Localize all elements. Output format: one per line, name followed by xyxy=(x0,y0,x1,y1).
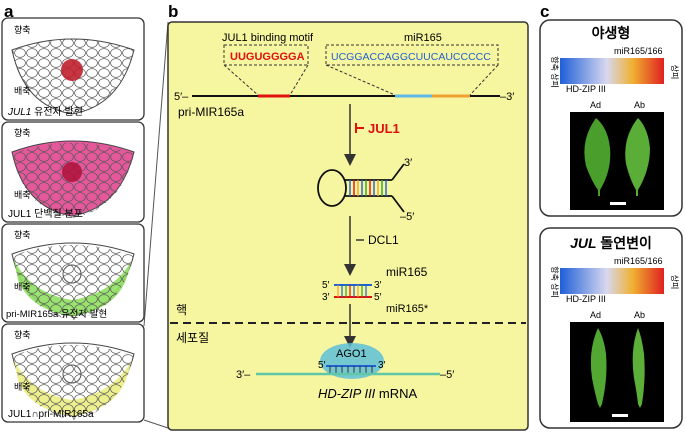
mir165-label: miR165 xyxy=(386,265,428,279)
mir165-166-label-2: miR165/166 xyxy=(614,256,663,266)
duplex-three-prime: 3′ xyxy=(374,280,382,291)
pri-five-prime: 5′– xyxy=(174,91,189,103)
ad-label-1: Ad xyxy=(590,100,601,110)
hairpin-five-prime: –5′ xyxy=(400,211,414,223)
ab-leaf-1 xyxy=(625,118,650,196)
motif-box xyxy=(223,44,309,66)
panel-b-label: b xyxy=(168,2,179,21)
mutant-title: JUL 돌연변이 xyxy=(570,235,652,251)
pri-mir165a-label: pri-MIR165a xyxy=(178,105,244,119)
leaf-photo-2 xyxy=(570,322,664,422)
hd-zip-label-2: HD-ZIP III xyxy=(566,294,606,304)
mir-box xyxy=(325,44,499,66)
adaxial-label-3: 향축 xyxy=(14,229,31,240)
caption-4: JUL1∩pri-MIR165a xyxy=(8,409,94,420)
pri-three-prime: –3′ xyxy=(500,91,514,103)
adaxial-label-2: 향축 xyxy=(14,127,31,138)
motif-label: JUL1 binding motif xyxy=(222,32,314,44)
duplex-three-prime-b: 3′ xyxy=(322,292,330,303)
panel-c-label: c xyxy=(540,2,550,21)
ago1-label: AGO1 xyxy=(336,348,367,360)
panel-a-box-4: 향축 배축 JUL1∩pri-MIR165a xyxy=(1,323,145,423)
cytoplasm-label: 세포질 xyxy=(176,331,209,345)
hairpin-three-prime: 3′ xyxy=(404,157,412,169)
panel-a-box-2: 향축 배축 JUL1 단백질 분포 xyxy=(1,121,145,223)
adaxial-side-label-2: 향축 상피 xyxy=(550,266,560,298)
motif-sequence: UUGUGGGGA xyxy=(230,51,305,63)
ad-label-2: Ad xyxy=(590,310,601,320)
mir165-star-label: miR165* xyxy=(386,303,429,315)
hd-zip-mrna-label: HD-ZIP III mRNA xyxy=(318,386,418,401)
zoom-line-top xyxy=(143,21,169,327)
abaxial-side-label-2: 상피 xyxy=(670,275,680,290)
hd-zip-label-1: HD-ZIP III xyxy=(566,84,606,94)
ago-five-prime: 5′ xyxy=(318,360,326,371)
ad-leaf-2 xyxy=(590,328,607,408)
zoom-line-bottom xyxy=(143,419,169,429)
abaxial-label-3: 배축 xyxy=(14,282,31,292)
caption-1: JUL1 유전자 발현 xyxy=(7,106,83,118)
caption-3: pri-MIR165a 유전자 발현 xyxy=(6,309,107,320)
scale-bar-1 xyxy=(610,202,626,205)
abaxial-label-4: 배축 xyxy=(14,382,31,392)
ab-label-1: Ab xyxy=(634,100,645,110)
ago-three-prime: 3′ xyxy=(378,360,386,371)
mir165-166-label-1: miR165/166 xyxy=(614,46,663,56)
abaxial-label-1: 배축 xyxy=(14,86,31,96)
panel-a-label: a xyxy=(4,2,14,21)
ad-leaf-1 xyxy=(584,118,611,196)
nucleus-label: 핵 xyxy=(176,303,187,317)
duplex-five-prime: 5′ xyxy=(322,280,330,291)
leaf-photo-1 xyxy=(570,112,664,210)
hairpin-structure xyxy=(317,163,405,213)
ab-leaf-2 xyxy=(632,328,645,408)
caption-2: JUL1 단백질 분포 xyxy=(8,208,83,220)
mir165-top-label: miR165 xyxy=(404,32,442,44)
abaxial-side-label-1: 상피 xyxy=(670,65,680,80)
panel-c-box-2: JUL 돌연변이 miR165/166 HD-ZIP III 향축 상피 상피 … xyxy=(539,227,683,429)
ab-label-2: Ab xyxy=(634,310,645,320)
mrna-three-prime: 3′– xyxy=(236,369,251,381)
wild-type-title: 야생형 xyxy=(592,25,631,41)
leaf-cross-section-1 xyxy=(11,38,135,115)
abaxial-label-2: 배축 xyxy=(14,190,31,200)
mir-sequence: UCGGACCAGGCUUCAUCCCCC xyxy=(331,51,491,63)
scale-bar-2 xyxy=(612,414,628,417)
panel-a-box-1: 향축 배축 JUL1 유전자 발현 xyxy=(1,17,145,121)
gradient-bar-2 xyxy=(560,268,664,294)
duplex-five-prime-b: 5′ xyxy=(374,292,382,303)
adaxial-label-4: 향축 xyxy=(14,329,31,340)
panel-a-box-3: 향축 배축 pri-MIR165a 유전자 발현 xyxy=(1,223,145,323)
mirna-duplex xyxy=(334,284,372,298)
jul1-label: JUL1 xyxy=(368,121,400,136)
adaxial-label-1: 향축 xyxy=(14,24,31,35)
panel-b-background xyxy=(167,21,529,431)
adaxial-side-label-1: 향축 상피 xyxy=(550,56,560,88)
dcl1-label: DCL1 xyxy=(368,233,399,247)
panel-c-box-1: 야생형 miR165/166 HD-ZIP III 향축 상피 상피 Ad Ab xyxy=(539,19,683,217)
leaf-cross-section-2 xyxy=(11,140,135,218)
mrna-five-prime: –5′ xyxy=(440,369,454,381)
